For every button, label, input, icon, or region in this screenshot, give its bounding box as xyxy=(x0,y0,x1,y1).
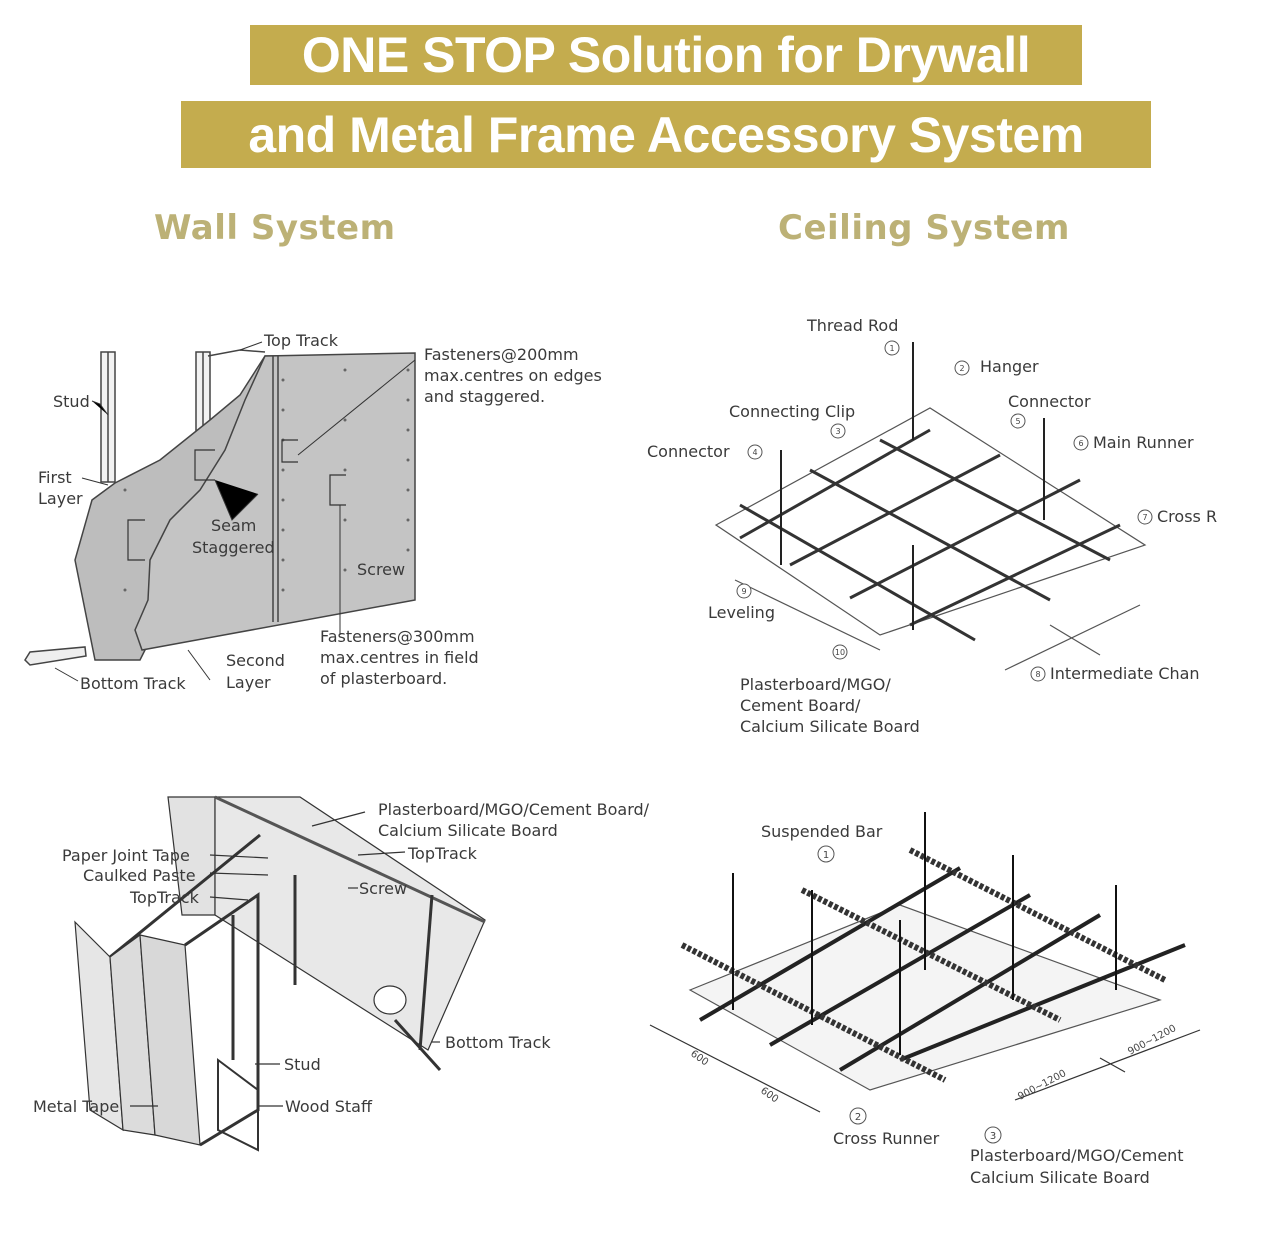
wall-system-diagram-layers: Top Track Stud First Layer Seam Staggere… xyxy=(0,0,640,720)
svg-text:4: 4 xyxy=(752,448,757,457)
label-thread-rod: Thread Rod xyxy=(807,316,899,335)
wall-system-diagram-partition: Plasterboard/MGO/Cement Board/ Calcium S… xyxy=(33,795,650,1152)
label-fasteners-300-3: of plasterboard. xyxy=(320,669,448,688)
svg-text:600: 600 xyxy=(758,1085,780,1105)
label-board-1: Plasterboard/MGO/ xyxy=(740,675,891,694)
label-caulked-paste: Caulked Paste xyxy=(83,866,196,885)
label-board-1: Plasterboard/MGO/Cement Board/ xyxy=(378,800,650,819)
svg-text:600: 600 xyxy=(688,1048,710,1068)
svg-text:1: 1 xyxy=(889,344,894,353)
label-board-2: Cement Board/ xyxy=(740,696,861,715)
label-top-track: Top Track xyxy=(264,331,338,350)
wall-system-heading: Wall System xyxy=(154,208,396,248)
label-screw: Screw xyxy=(359,879,408,898)
label-bottom-track: Bottom Track xyxy=(445,1033,551,1052)
label-first-layer-1: First xyxy=(38,468,72,487)
svg-text:2: 2 xyxy=(855,1112,861,1123)
svg-text:10: 10 xyxy=(835,648,845,657)
label-stud: Stud xyxy=(284,1055,321,1074)
label-board-3: Calcium Silicate Board xyxy=(740,717,920,736)
label-fasteners-200-2: max.centres on edges xyxy=(424,366,602,385)
svg-text:5: 5 xyxy=(1015,417,1020,426)
svg-text:6: 6 xyxy=(1078,439,1083,448)
ceiling-system-diagram-suspended: 600 600 900~1200 900~1200 1 2 3 Suspended … xyxy=(649,812,1201,1187)
label-board-2: Calcium Silicate Board xyxy=(970,1168,1150,1187)
label-first-layer-2: Layer xyxy=(38,489,83,508)
label-cross-runner: Cross Runner xyxy=(833,1129,940,1148)
label-second-layer-1: Second xyxy=(226,651,285,670)
label-second-layer-2: Layer xyxy=(226,673,271,692)
label-intermediate-channel: Intermediate Chan xyxy=(1050,664,1200,683)
label-fasteners-200-1: Fasteners@200mm xyxy=(424,345,579,364)
label-leveling: Leveling xyxy=(708,603,775,622)
label-stud: Stud xyxy=(53,392,90,411)
label-connector-left: Connector xyxy=(647,442,730,461)
title-banner-line2: and Metal Frame Accessory System xyxy=(181,101,1151,168)
label-paper-joint-tape: Paper Joint Tape xyxy=(62,846,190,865)
ceiling-suspended-drawing: 600 600 900~1200 900~1200 1 2 3 xyxy=(649,812,1201,1144)
label-board-2: Calcium Silicate Board xyxy=(378,821,558,840)
svg-text:3: 3 xyxy=(835,427,840,436)
svg-text:1: 1 xyxy=(823,850,829,861)
svg-text:900~1200: 900~1200 xyxy=(1016,1068,1068,1103)
label-metal-tape: Metal Tape xyxy=(33,1097,120,1116)
label-screw: Screw xyxy=(357,560,406,579)
svg-text:9: 9 xyxy=(741,587,746,596)
label-seam-1: Seam xyxy=(211,516,257,535)
label-top-track-right: TopTrack xyxy=(408,844,477,863)
label-seam-2: Staggered xyxy=(192,538,275,557)
label-fasteners-300-2: max.centres in field xyxy=(320,648,479,667)
label-bottom-track: Bottom Track xyxy=(80,674,186,693)
label-connecting-clip: Connecting Clip xyxy=(729,402,856,421)
label-board-1: Plasterboard/MGO/Cement xyxy=(970,1146,1184,1165)
label-wood-staff: Wood Staff xyxy=(285,1097,372,1116)
title-banner-line1: ONE STOP Solution for Drywall xyxy=(250,25,1082,85)
wall-layers-drawing xyxy=(24,341,416,682)
ceiling-system-diagram-grid: 1 2 3 4 5 6 7 8 9 10 Thread Rod Hanger Connect… xyxy=(647,316,1218,736)
ceiling-system-heading: Ceiling System xyxy=(778,208,1070,248)
svg-text:8: 8 xyxy=(1035,670,1040,679)
svg-text:2: 2 xyxy=(959,364,964,373)
ceiling-grid-drawing: 1 2 3 4 5 6 7 8 9 10 xyxy=(714,340,1153,682)
label-suspended-bar: Suspended Bar xyxy=(761,822,883,841)
label-top-track-left: TopTrack xyxy=(130,888,199,907)
wall-partition-drawing xyxy=(74,795,486,1152)
label-hanger: Hanger xyxy=(980,357,1039,376)
label-cross-runner: Cross R xyxy=(1157,507,1218,526)
svg-text:900~1200: 900~1200 xyxy=(1126,1023,1178,1058)
label-main-runner: Main Runner xyxy=(1093,433,1194,452)
label-connector-right: Connector xyxy=(1008,392,1091,411)
svg-text:3: 3 xyxy=(990,1131,996,1142)
label-fasteners-300-1: Fasteners@300mm xyxy=(320,627,475,646)
label-fasteners-200-3: and staggered. xyxy=(424,387,546,406)
svg-text:7: 7 xyxy=(1142,513,1147,522)
